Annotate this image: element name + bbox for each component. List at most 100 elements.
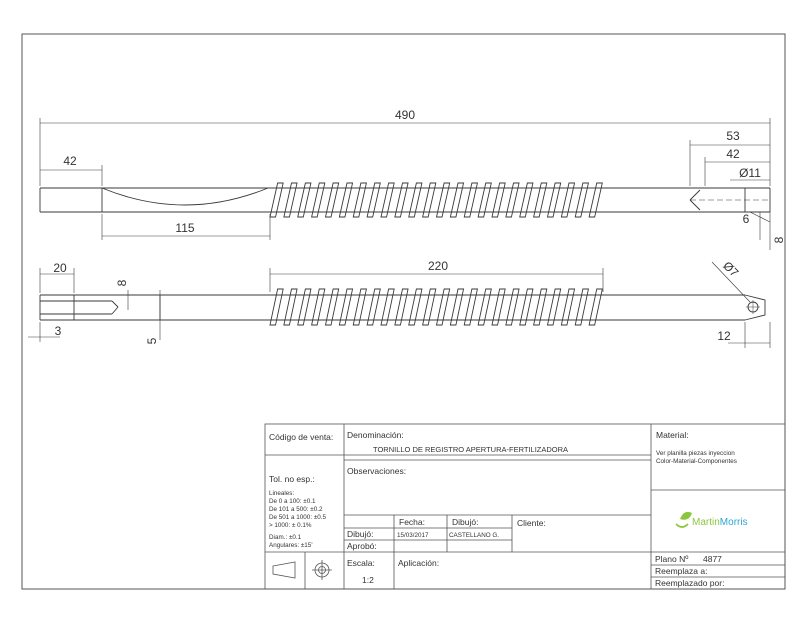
plano-label: Plano Nº: [655, 554, 688, 564]
codigo-venta-label: Código de venta:: [269, 432, 333, 442]
coil: [324, 182, 340, 218]
coil: [574, 182, 589, 218]
coil: [269, 182, 284, 218]
top-view: [39, 187, 771, 213]
coil: [394, 288, 409, 326]
escala-label: Escala:: [347, 558, 375, 568]
dim-right-end-53: 53: [726, 129, 740, 143]
coil: [546, 288, 562, 326]
coil: [449, 182, 465, 218]
dim-diameter-11: Ø11: [739, 166, 761, 180]
coil: [588, 288, 603, 326]
material-value-1: Ver planilla piezas inyeccion: [656, 450, 735, 457]
title-block: [264, 423, 786, 590]
tolerance-list: Lineales: De 0 a 100: ±0.1 De 101 a 500:…: [269, 490, 327, 549]
coil: [463, 288, 478, 326]
material-value-2: Color-Material-Componentes: [656, 458, 737, 465]
coil: [366, 182, 381, 218]
side-dimension-lines: [28, 261, 771, 348]
aprobo-label: Aprobó:: [347, 541, 377, 551]
dibujo-header-label: Dibujó:: [452, 517, 478, 527]
dim-slot-8: 8: [115, 279, 129, 286]
dim-hole-diameter: Ø7: [720, 259, 741, 280]
coil: [477, 182, 492, 218]
tol-line: Diam.: ±0.1: [269, 534, 302, 541]
martin-morris-logo: MartinMorris: [675, 511, 748, 528]
coil: [574, 288, 589, 326]
reemplaza-label: Reemplaza a:: [655, 566, 707, 576]
plano-value: 4877: [703, 554, 722, 564]
dim-thread-length: 220: [428, 259, 448, 273]
coil: [338, 288, 354, 326]
coil: [435, 288, 451, 326]
leaf-icon: [680, 511, 692, 520]
coil: [408, 182, 423, 218]
coil: [463, 182, 478, 218]
tol-line: De 501 a 1000: ±0.5: [269, 514, 327, 521]
tol-line: Lineales:: [269, 490, 294, 497]
coil: [324, 288, 340, 326]
dim-cut-depth: 6: [743, 212, 750, 226]
coil: [408, 288, 423, 326]
tol-line: Angulares: ±15': [269, 542, 313, 549]
coil: [449, 288, 465, 326]
coil: [311, 182, 326, 218]
top-dimension-lines: [39, 118, 771, 250]
dim-slot-20: 20: [53, 261, 67, 275]
coil: [380, 182, 395, 218]
coil: [560, 182, 576, 218]
material-label: Material:: [656, 430, 689, 440]
dim-overall-length: 490: [395, 108, 415, 122]
reemplazado-label: Reemplazado por:: [655, 578, 724, 588]
dim-right-end-42: 42: [726, 147, 740, 161]
dim-hole-position: 12: [717, 329, 731, 343]
coil: [283, 288, 298, 326]
coil: [297, 182, 312, 218]
coil: [533, 182, 548, 218]
logo-text-martin: Martin: [692, 517, 720, 528]
observaciones-label: Observaciones:: [347, 466, 406, 476]
dim-tip-8: 8: [772, 236, 786, 243]
coil: [394, 182, 409, 218]
tol-line: De 0 a 100: ±0.1: [269, 498, 316, 505]
coil: [505, 288, 520, 326]
coil: [366, 288, 381, 326]
spring-coils-top: [269, 182, 603, 218]
fecha-value: 15/03/2017: [397, 532, 429, 539]
denominacion-label: Denominación:: [347, 430, 404, 440]
coil: [311, 288, 326, 326]
svg-text:MartinMorris: MartinMorris: [692, 517, 748, 528]
coil: [435, 182, 451, 218]
dim-spring-start: 115: [175, 221, 194, 235]
coil: [533, 288, 548, 326]
coil: [352, 182, 367, 218]
coil: [422, 182, 437, 218]
coil: [338, 182, 354, 218]
coil: [519, 182, 534, 218]
dim-offset-5: 5: [145, 337, 159, 344]
cliente-label: Cliente:: [517, 518, 546, 528]
coil: [519, 288, 534, 326]
coil: [588, 182, 603, 218]
coil: [422, 288, 437, 326]
coil: [283, 182, 298, 218]
logo-text-morris: Morris: [720, 517, 748, 528]
coil: [352, 288, 367, 326]
coil: [491, 182, 506, 218]
dim-slot-3: 3: [55, 324, 62, 338]
coil: [546, 182, 562, 218]
coil: [269, 288, 284, 326]
tol-line: > 1000: ± 0.1%: [269, 522, 312, 529]
coil: [297, 288, 312, 326]
tol-label: Tol. no esp.:: [269, 474, 315, 484]
coil: [505, 182, 520, 218]
aplicacion-label: Aplicación:: [398, 558, 439, 568]
coil: [560, 288, 576, 326]
coil: [477, 288, 492, 326]
dibujo-row-label: Dibujó:: [347, 529, 373, 539]
spring-coils-side: [269, 288, 603, 326]
coil: [491, 288, 506, 326]
escala-value: 1:2: [362, 575, 374, 585]
dim-left-end: 42: [63, 154, 77, 168]
